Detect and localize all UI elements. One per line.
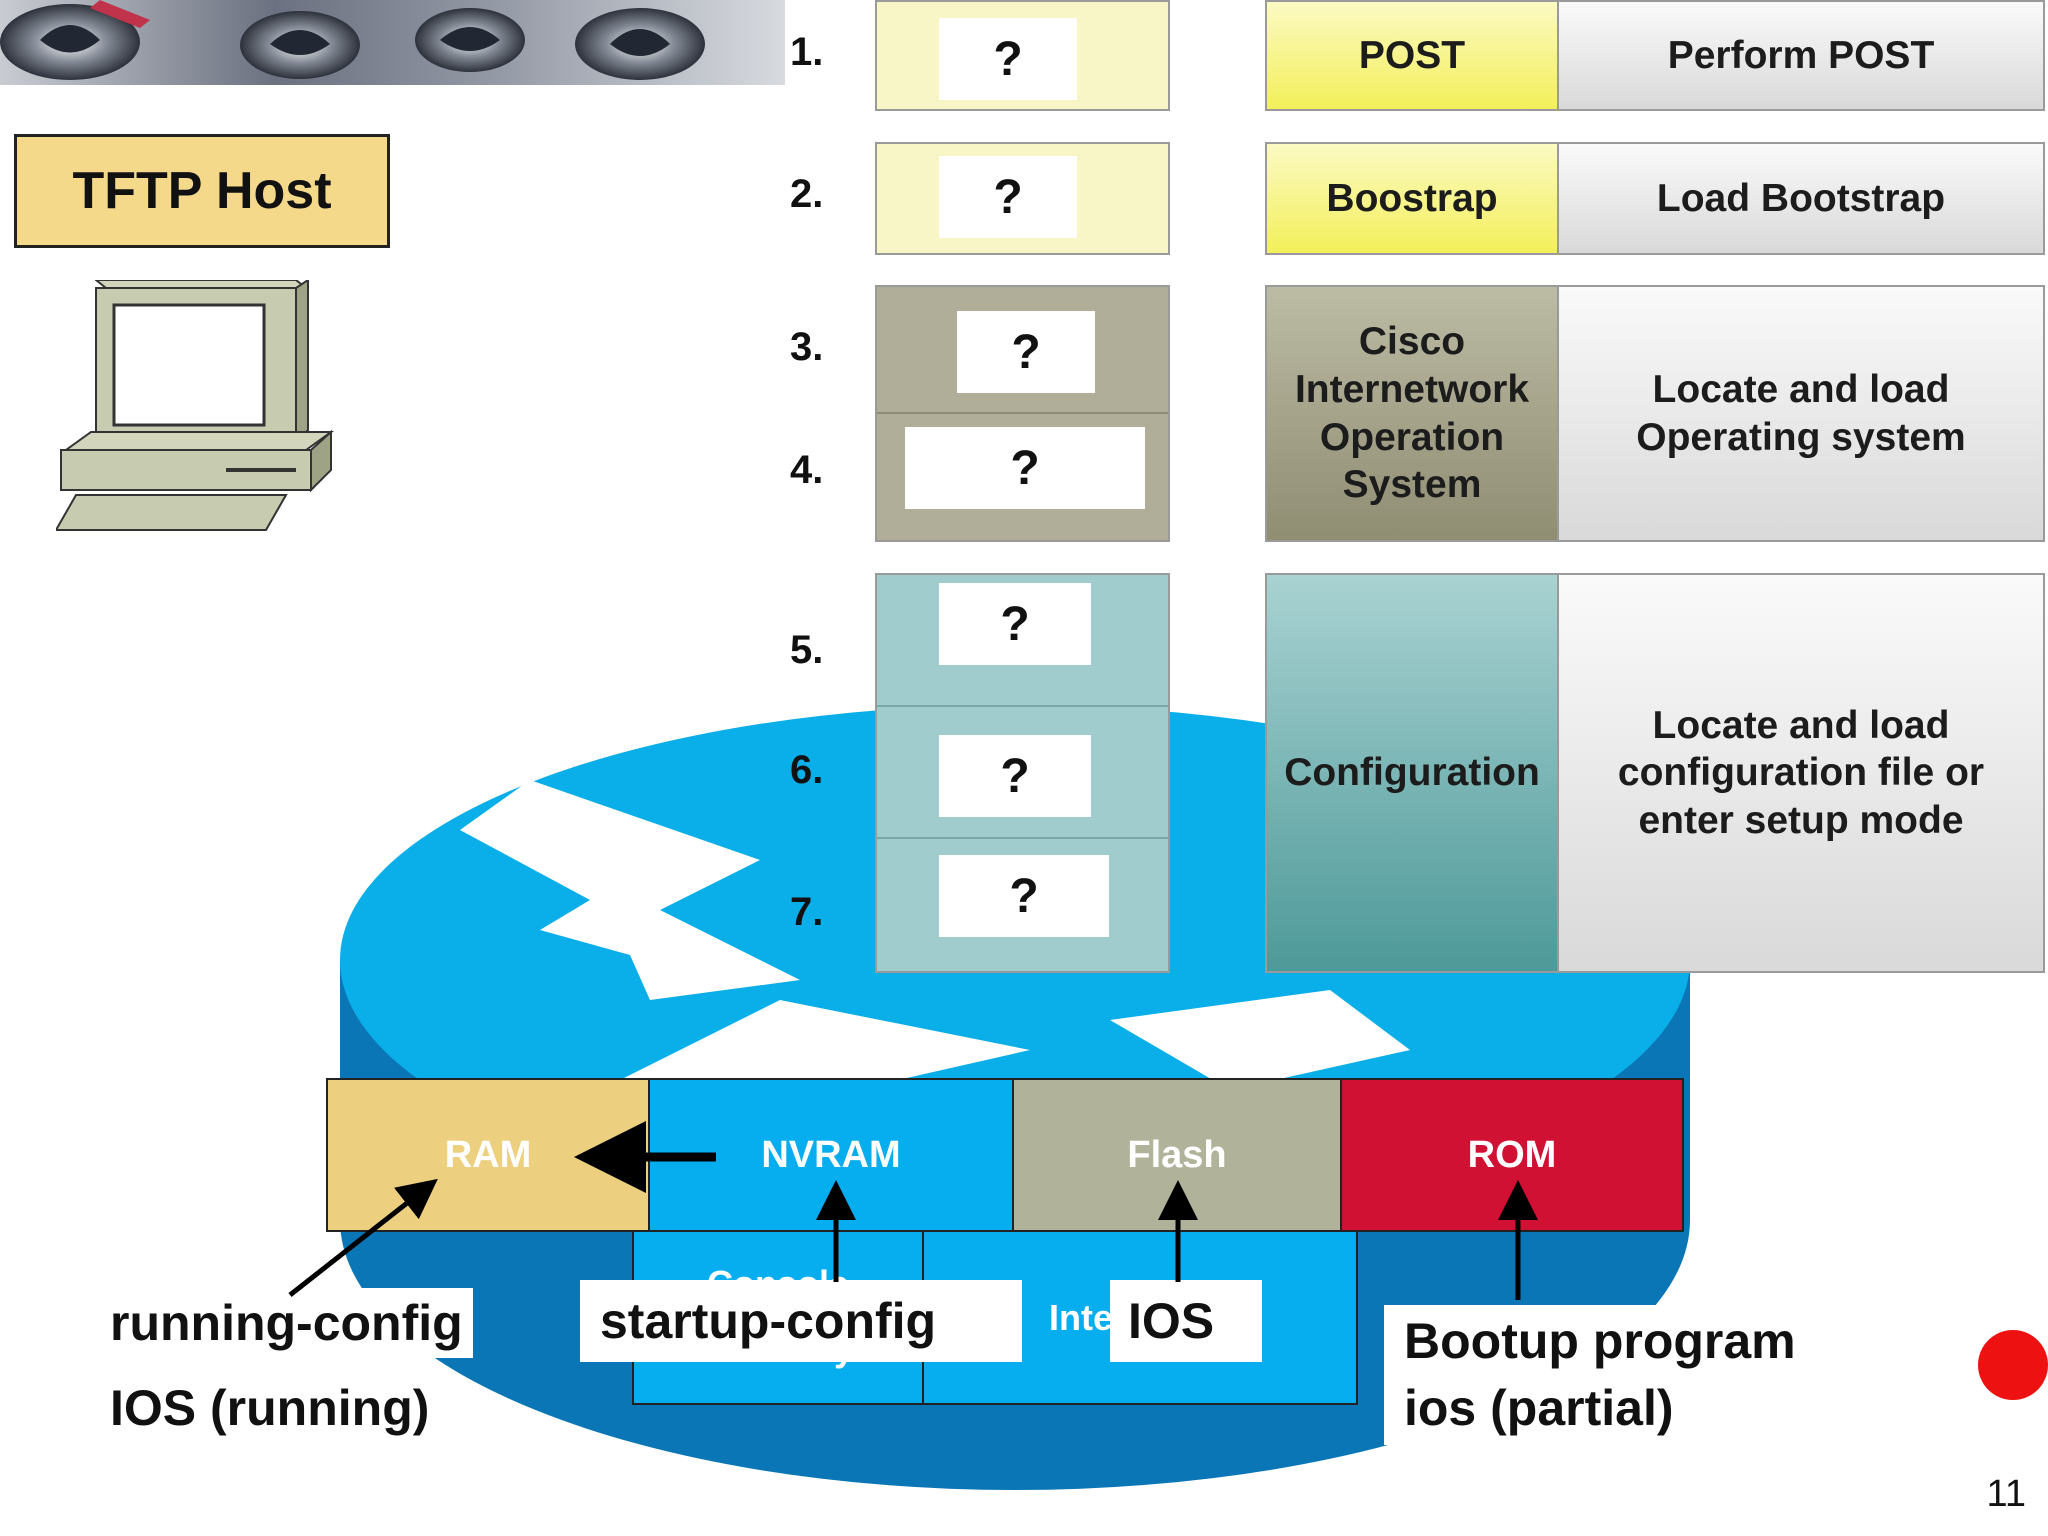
rom-contents-label: Bootup program ios (partial) <box>1384 1305 1824 1445</box>
step-4-answer-box[interactable]: ? <box>905 427 1145 509</box>
step-4-number: 4. <box>790 448 824 492</box>
startup-config-label: startup-config <box>580 1280 1022 1362</box>
step-2-answer-panel: ? <box>875 142 1170 255</box>
panel-divider <box>877 412 1168 414</box>
stage-action-ios: Locate and load Operating system <box>1557 287 2043 540</box>
step-7-number: 7. <box>790 890 824 934</box>
stage-row-configuration: Configuration Locate and load configurat… <box>1265 573 2045 973</box>
step-1-answer-box[interactable]: ? <box>939 18 1077 100</box>
step-6-answer-box[interactable]: ? <box>939 735 1091 817</box>
ios-partial-label: ios (partial) <box>1404 1380 1674 1436</box>
step-5-7-answer-panel: ? ? ? <box>875 573 1170 973</box>
stage-name-post: POST <box>1267 2 1557 109</box>
tftp-host-label: TFTP Host <box>14 134 390 248</box>
stage-action-configuration: Locate and load configuration file or en… <box>1557 575 2043 971</box>
stage-row-ios: Cisco Internetwork Operation System Loca… <box>1265 285 2045 542</box>
panel-divider <box>877 837 1168 839</box>
bootup-program-label: Bootup program <box>1404 1312 1796 1369</box>
stage-row-post: POST Perform POST <box>1265 0 2045 111</box>
stage-action-bootstrap: Load Bootstrap <box>1557 144 2043 253</box>
step-7-answer-box[interactable]: ? <box>939 855 1109 937</box>
running-config-label: running-config <box>100 1288 473 1358</box>
panel-divider <box>877 705 1168 707</box>
computer-icon <box>54 278 336 545</box>
stage-name-configuration: Configuration <box>1267 575 1557 971</box>
banner-image <box>0 0 785 85</box>
stage-name-bootstrap: Boostrap <box>1267 144 1557 253</box>
step-5-number: 5. <box>790 628 824 672</box>
step-2-number: 2. <box>790 172 824 216</box>
ios-running-label: IOS (running) <box>100 1372 440 1444</box>
step-1-answer-panel: ? <box>875 0 1170 111</box>
running-config-arrow <box>288 1178 438 1297</box>
step-5-answer-box[interactable]: ? <box>939 583 1091 665</box>
page-number: 11 <box>1986 1473 2026 1515</box>
step-2-answer-box[interactable]: ? <box>939 156 1077 238</box>
ios-label: IOS <box>1110 1280 1262 1362</box>
step-1-number: 1. <box>790 30 824 74</box>
stage-action-post: Perform POST <box>1557 2 2043 109</box>
banner-graphic <box>0 0 785 85</box>
step-3-4-answer-panel: ? ? <box>875 285 1170 542</box>
step-3-number: 3. <box>790 325 824 369</box>
interfaces-label: Inte <box>1049 1296 1114 1338</box>
stage-name-ios: Cisco Internetwork Operation System <box>1267 287 1557 540</box>
red-dot-icon <box>1978 1330 2048 1400</box>
step-3-answer-box[interactable]: ? <box>957 311 1095 393</box>
stage-row-bootstrap: Boostrap Load Bootstrap <box>1265 142 2045 255</box>
step-6-number: 6. <box>790 748 824 792</box>
